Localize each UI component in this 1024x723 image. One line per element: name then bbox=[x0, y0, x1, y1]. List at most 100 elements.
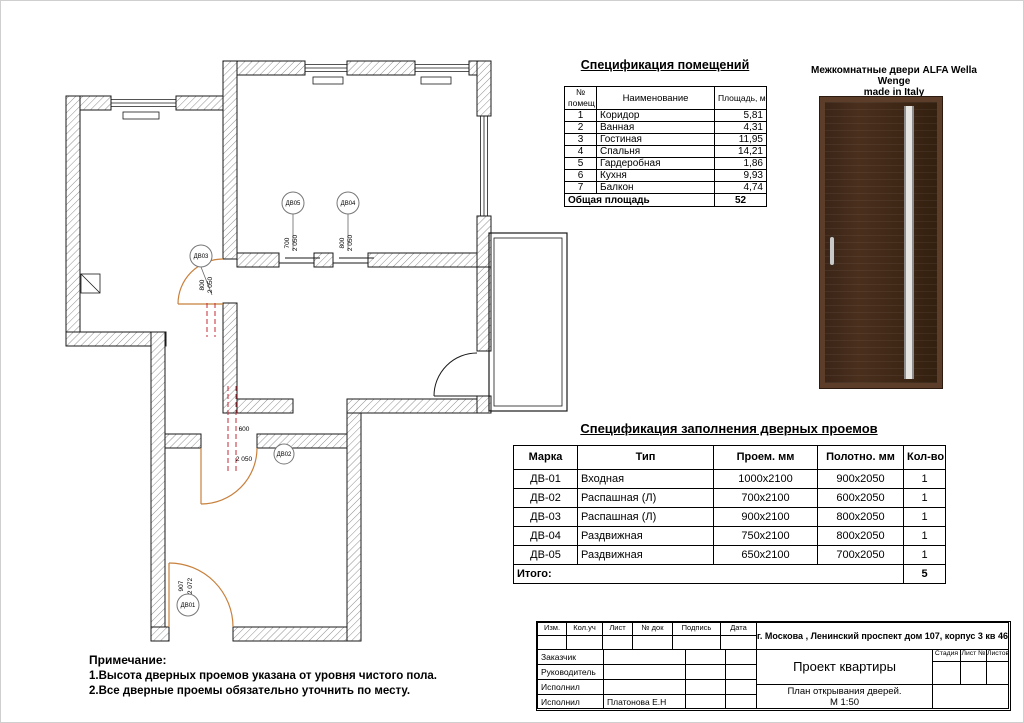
tb-empty-cell bbox=[602, 635, 633, 650]
tb-empty-cell bbox=[725, 679, 757, 695]
door-mark: ДВ-01 bbox=[513, 469, 578, 489]
door-leaf bbox=[825, 102, 937, 383]
windows bbox=[111, 64, 488, 216]
tb-empty-cell bbox=[603, 664, 686, 680]
door-photo-caption-line2: made in Italy bbox=[863, 87, 925, 98]
door-qty: 1 bbox=[903, 545, 946, 565]
tb-empty-cell bbox=[603, 649, 686, 665]
notes: Примечание: 1.Высота дверных проемов ука… bbox=[89, 653, 437, 697]
tb-empty-cell bbox=[932, 684, 1009, 709]
room-spec-title: Спецификация помещений bbox=[580, 58, 750, 72]
room-spec-section: Спецификация помещений № помещ Наименова… bbox=[564, 58, 767, 207]
balcony-glazing bbox=[488, 232, 568, 412]
room-num: 4 bbox=[564, 145, 597, 158]
tb-empty-cell bbox=[685, 664, 726, 680]
door-photo-caption-line1: Межкомнатные двери ALFA Wella Wenge bbox=[811, 65, 977, 87]
door-leaf-size: 700х2050 bbox=[817, 545, 904, 565]
room-area: 14,21 bbox=[714, 145, 767, 158]
tb-role-zakazchik: Заказчик bbox=[537, 649, 604, 665]
tb-list: Лист bbox=[602, 622, 633, 636]
walls bbox=[65, 60, 492, 642]
door-spec-title: Спецификация заполнения дверных проемов bbox=[580, 421, 878, 436]
door-opening: 650х2100 bbox=[713, 545, 818, 565]
tb-empty-cell bbox=[685, 649, 726, 665]
room-total-label: Общая площадь bbox=[564, 193, 715, 207]
door-mark: ДВ-04 bbox=[513, 526, 578, 546]
tb-drawing-title: План открывания дверей. bbox=[787, 686, 902, 697]
tb-podpis: Подпись bbox=[672, 622, 721, 636]
tb-empty-cell bbox=[566, 635, 603, 650]
dim-dv03-w: 800 bbox=[199, 279, 206, 290]
door-glass-stripe bbox=[904, 106, 914, 379]
room-area: 5,81 bbox=[714, 109, 767, 122]
room-area: 11,95 bbox=[714, 133, 767, 146]
tb-role-rukovoditel: Руководитель bbox=[537, 664, 604, 680]
room-name: Спальня bbox=[596, 145, 715, 158]
tb-ndoc: № док bbox=[632, 622, 673, 636]
tb-empty-cell bbox=[725, 694, 757, 709]
tb-empty-cell bbox=[720, 635, 757, 650]
tb-empty-cell bbox=[685, 694, 726, 709]
tb-empty-cell bbox=[632, 635, 673, 650]
door-qty: 1 bbox=[903, 469, 946, 489]
dim-dv04-w: 800 bbox=[339, 237, 346, 248]
note-line-1: 1.Высота дверных проемов указана от уров… bbox=[89, 670, 438, 682]
room-area: 4,74 bbox=[714, 181, 767, 194]
label-leaders bbox=[200, 214, 349, 296]
title-block: Изм. Кол.уч Лист № док Подпись Дата Зака… bbox=[536, 621, 1011, 711]
dim-dv02-h: 2 050 bbox=[236, 456, 253, 463]
tb-stage-value bbox=[932, 661, 961, 685]
sliding-door-marks bbox=[279, 257, 374, 264]
tb-empty-cell bbox=[685, 679, 726, 695]
door-opening: 750х2100 bbox=[713, 526, 818, 546]
room-total-row: Общая площадь 52 bbox=[564, 193, 767, 207]
tb-empty-cell bbox=[603, 679, 686, 695]
dim-dv01-w: 907 bbox=[178, 580, 185, 591]
tb-address: г. Москова , Ленинский проспект дом 107,… bbox=[756, 622, 1009, 650]
tb-empty-cell bbox=[725, 649, 757, 665]
door-spec-section: Спецификация заполнения дверных проемов … bbox=[513, 421, 946, 584]
door-leaf-size: 800х2050 bbox=[817, 526, 904, 546]
tb-sheet-value bbox=[960, 661, 987, 685]
notes-title: Примечание: bbox=[89, 653, 167, 667]
door-tag-circles bbox=[176, 191, 360, 617]
room-col-name: Наименование bbox=[596, 86, 715, 110]
room-area: 1,86 bbox=[714, 157, 767, 170]
door-col-leaf: Полотно. мм bbox=[817, 445, 904, 470]
room-col-num: № помещ bbox=[564, 86, 597, 110]
tb-role-ispolnil-1: Исполнил bbox=[537, 679, 604, 695]
door-col-type: Тип bbox=[577, 445, 714, 470]
room-name: Гостиная bbox=[596, 133, 715, 146]
tb-drawing-title-cell: План открывания дверей. М 1:50 bbox=[756, 684, 933, 709]
room-col-num-line1: № bbox=[575, 87, 586, 98]
room-area: 9,93 bbox=[714, 169, 767, 182]
door-col-opening: Проем. мм bbox=[713, 445, 818, 470]
door-type: Входная bbox=[577, 469, 714, 489]
door-leaf-size: 600х2050 bbox=[817, 488, 904, 508]
door-mark: ДВ-03 bbox=[513, 507, 578, 527]
tb-izm: Изм. bbox=[537, 622, 567, 636]
tb-empty-cell bbox=[672, 635, 721, 650]
door-mark: ДВ-02 bbox=[513, 488, 578, 508]
tb-empty-cell bbox=[725, 664, 757, 680]
room-num: 2 bbox=[564, 121, 597, 134]
door-qty: 1 bbox=[903, 507, 946, 527]
room-col-num-line2: помещ bbox=[568, 98, 595, 108]
room-name: Гардеробная bbox=[596, 157, 715, 170]
door-type: Распашная (Л) bbox=[577, 507, 714, 527]
door-dimensions: 700 2 050 800 2 050 800 2 050 907 2 072 … bbox=[178, 234, 354, 594]
room-num: 6 bbox=[564, 169, 597, 182]
door-tag-dv04: ДВ04 bbox=[341, 201, 356, 207]
door-photo-caption: Межкомнатные двери ALFA Wella Wenge made… bbox=[806, 65, 982, 98]
